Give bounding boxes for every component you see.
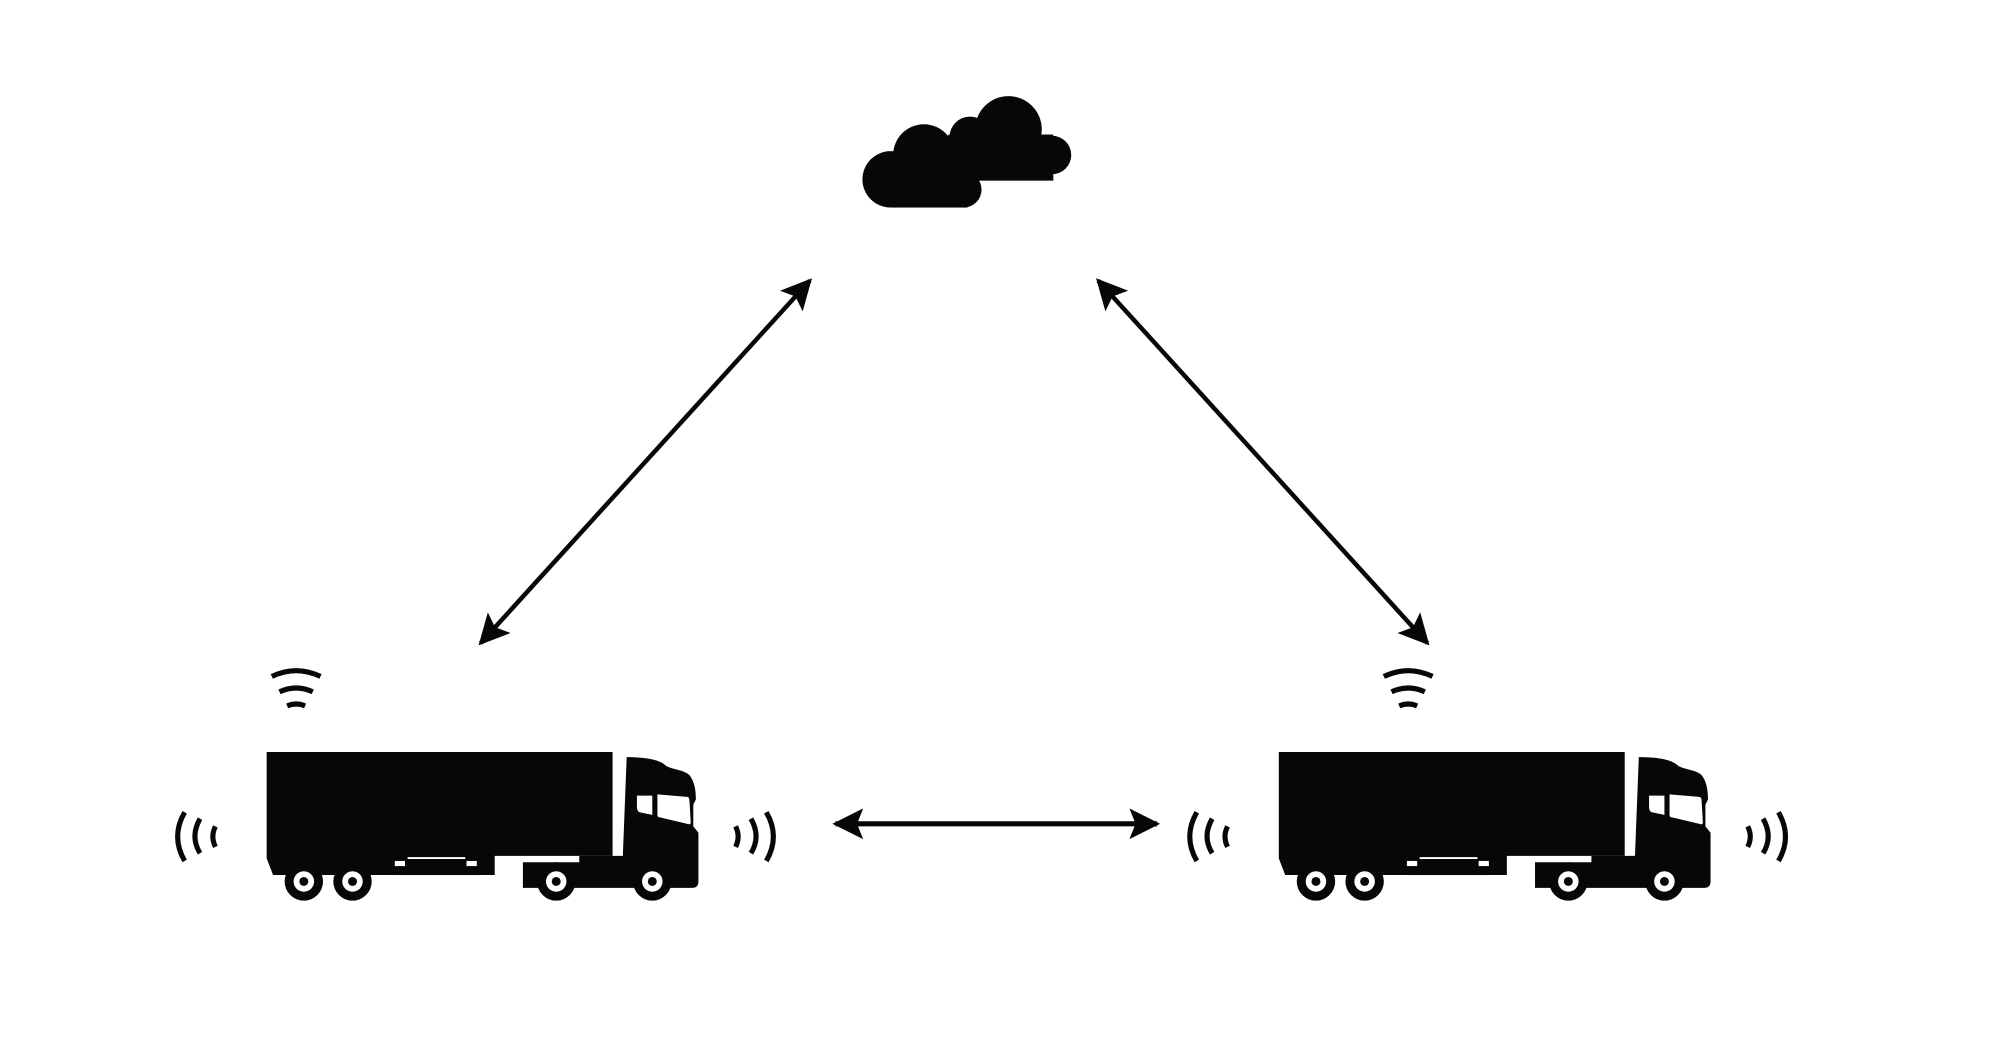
signal-waves-right-icon (736, 812, 774, 861)
truck-left (178, 671, 774, 901)
arrow-left-truck-cloud (478, 278, 812, 646)
truck-icon (266, 752, 699, 901)
wifi-signal-icon (272, 671, 321, 706)
truck-right (1190, 671, 1786, 901)
arrow-right-truck-cloud (1096, 278, 1430, 646)
wifi-signal-icon (1384, 671, 1433, 706)
cloud-icon (862, 96, 1072, 208)
signal-waves-left-icon (1190, 812, 1228, 861)
signal-waves-right-icon (1748, 812, 1786, 861)
signal-waves-left-icon (178, 812, 216, 861)
truck-icon (1278, 752, 1711, 901)
